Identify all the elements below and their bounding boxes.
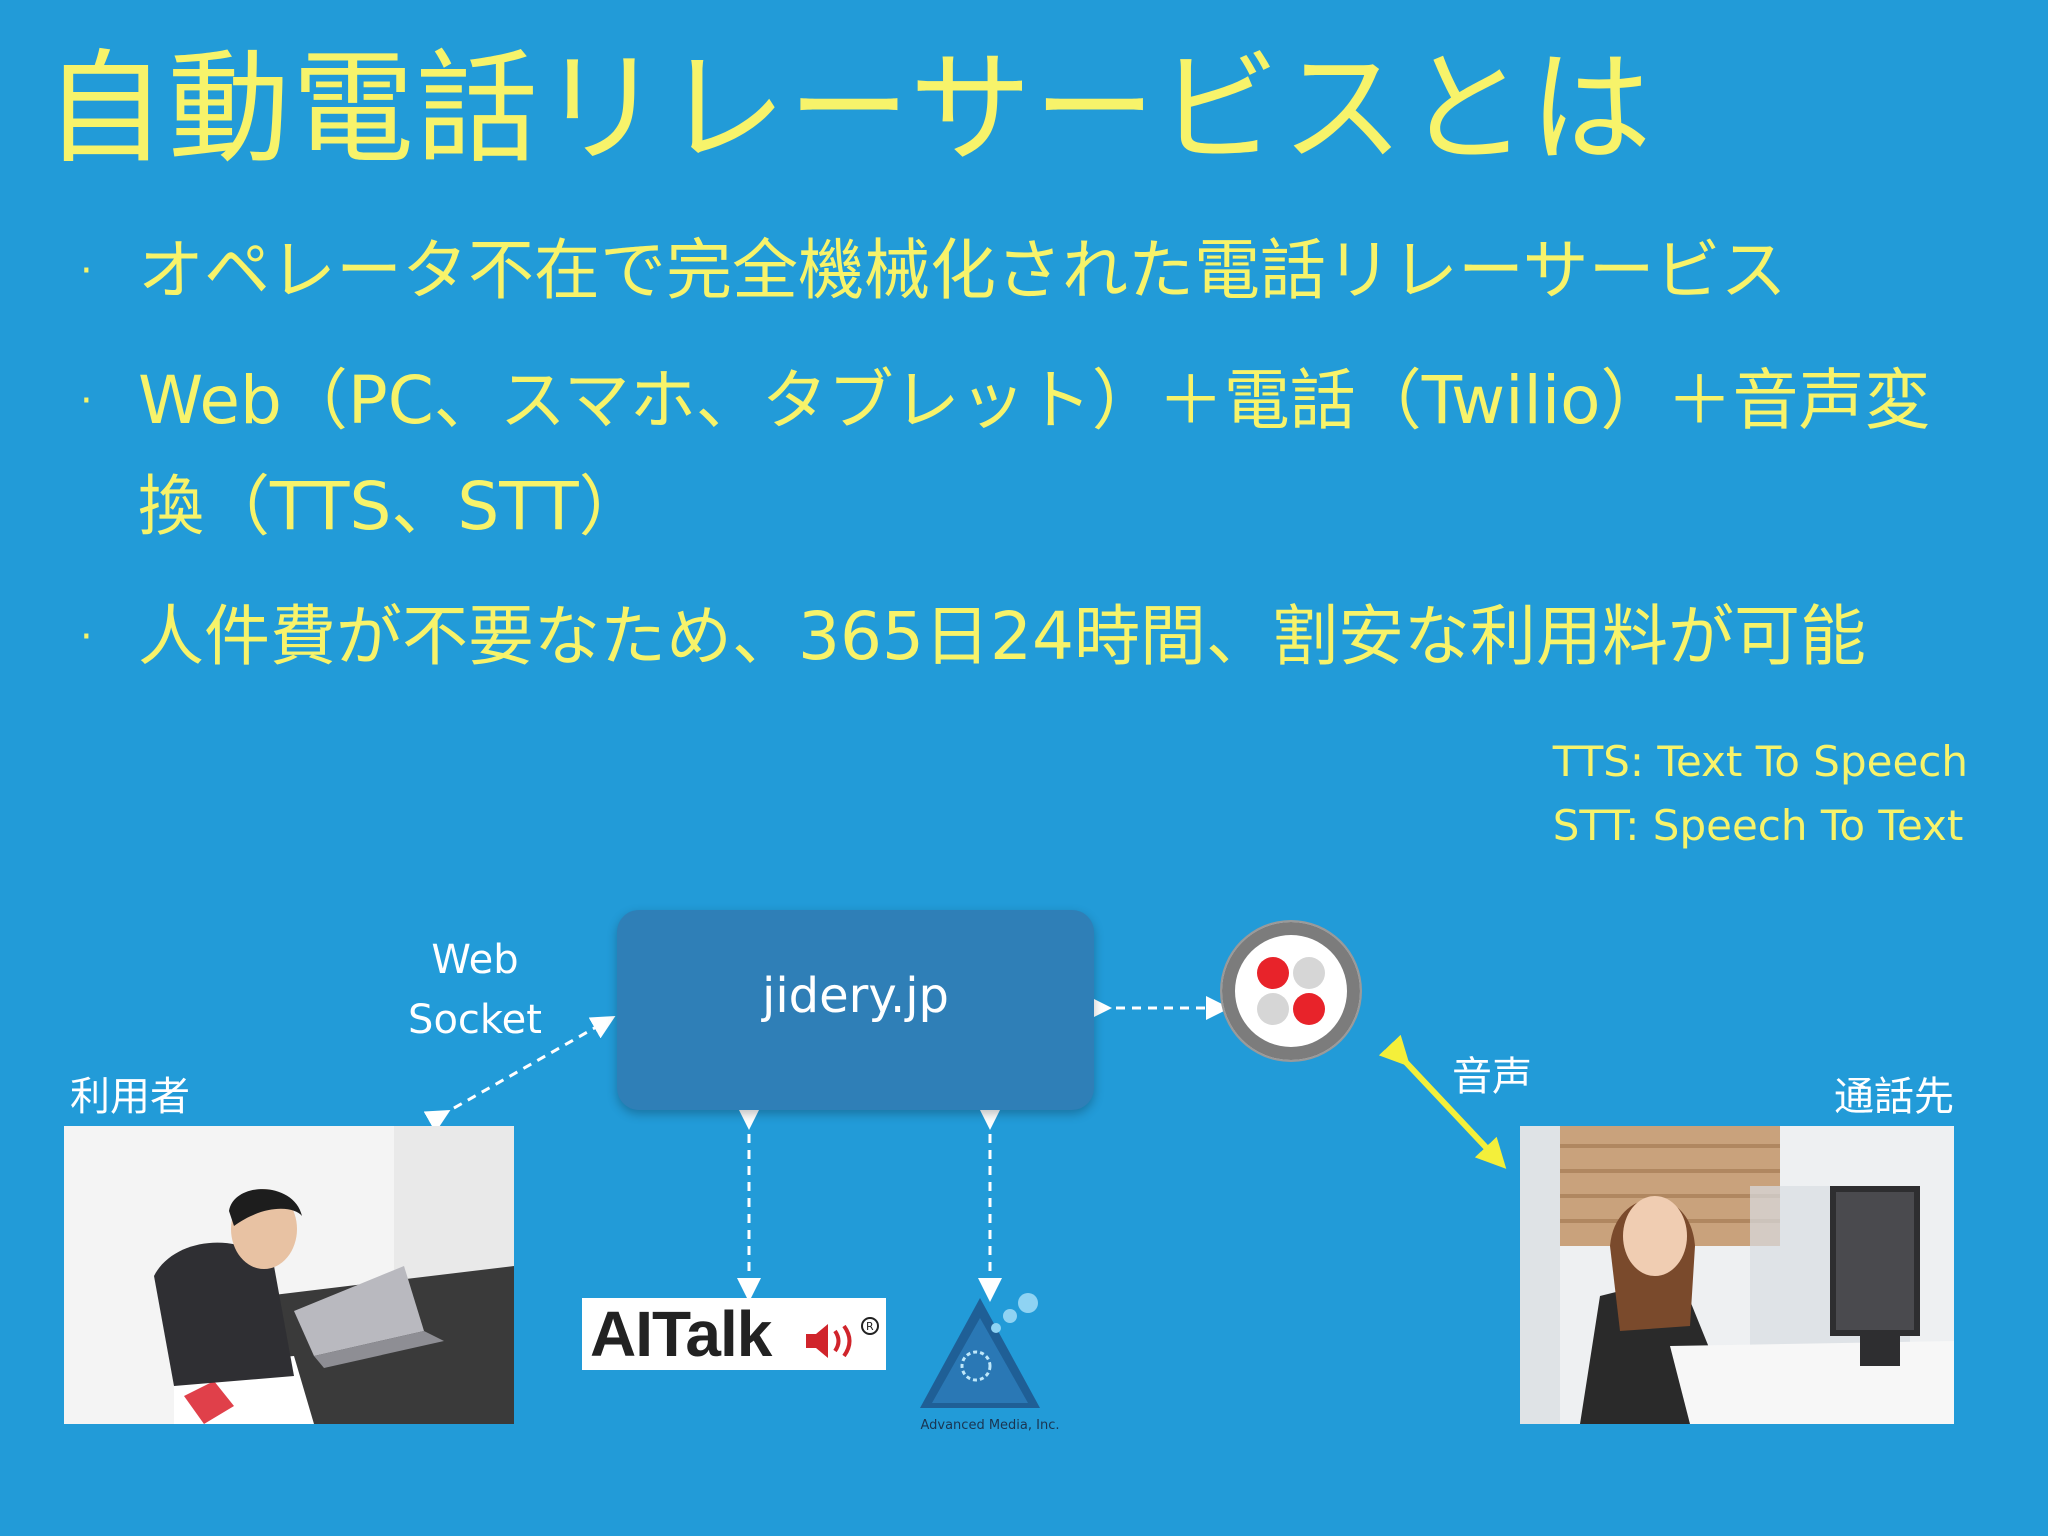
- callee-label: 通話先: [1834, 1074, 1954, 1120]
- callee-illustration: [1520, 1126, 1954, 1424]
- twilio-dot: [1293, 957, 1325, 989]
- aitalk-logo: AITalk R: [582, 1298, 886, 1370]
- speaker-icon: R: [806, 1317, 879, 1358]
- bullet-item-1: · オペレータ不在で完全機械化された電話リレーサービス: [80, 218, 1978, 324]
- legend-stt: STT: Speech To Text: [1552, 801, 1964, 850]
- legend-tts: TTS: Text To Speech: [1552, 737, 1968, 786]
- server-box: [617, 910, 1094, 1110]
- server-label: jidery.jp: [761, 968, 950, 1024]
- user-label: 利用者: [70, 1074, 190, 1120]
- bullet-text: 人件費が不要なため、365日24時間、割安な利用料が可能: [138, 598, 1866, 675]
- advanced-media-logo-text: Advanced Media, Inc.: [920, 1418, 1060, 1433]
- advanced-media-logo-icon: [920, 1293, 1040, 1408]
- svg-text:R: R: [866, 1320, 874, 1333]
- twilio-dot: [1257, 993, 1289, 1025]
- bullet-item-3: · 人件費が不要なため、365日24時間、割安な利用料が可能: [80, 584, 1978, 690]
- bullet-item-2: · Web（PC、スマホ、タブレット）＋電話（Twilio）＋音声変換（TTS、…: [80, 348, 1978, 560]
- callee-photo: [1520, 1126, 1954, 1424]
- bullet-marker: ·: [80, 378, 93, 424]
- websocket-label-line1: Web: [431, 937, 519, 983]
- twilio-dot: [1293, 993, 1325, 1025]
- bullet-marker: ·: [80, 614, 93, 660]
- aitalk-logo-text: AITalk: [590, 1298, 772, 1370]
- abbreviation-legend: TTS: Text To Speech STT: Speech To Text: [1553, 730, 1968, 858]
- voice-label: 音声: [1452, 1054, 1532, 1100]
- websocket-label: Web Socket: [395, 930, 555, 1050]
- bullet-text: オペレータ不在で完全機械化された電話リレーサービス: [138, 232, 1787, 309]
- websocket-label-line2: Socket: [408, 997, 542, 1043]
- slide-title: 自動電話リレーサービスとは: [44, 38, 1654, 180]
- user-photo: [64, 1126, 514, 1424]
- twilio-logo-icon: [1222, 922, 1360, 1060]
- twilio-dot: [1257, 957, 1289, 989]
- bullet-marker: ·: [80, 248, 93, 294]
- user-illustration: [64, 1126, 514, 1424]
- voice-arrow: [1378, 1034, 1507, 1169]
- bullet-text: Web（PC、スマホ、タブレット）＋電話（Twilio）＋音声変換（TTS、ST…: [138, 362, 1931, 545]
